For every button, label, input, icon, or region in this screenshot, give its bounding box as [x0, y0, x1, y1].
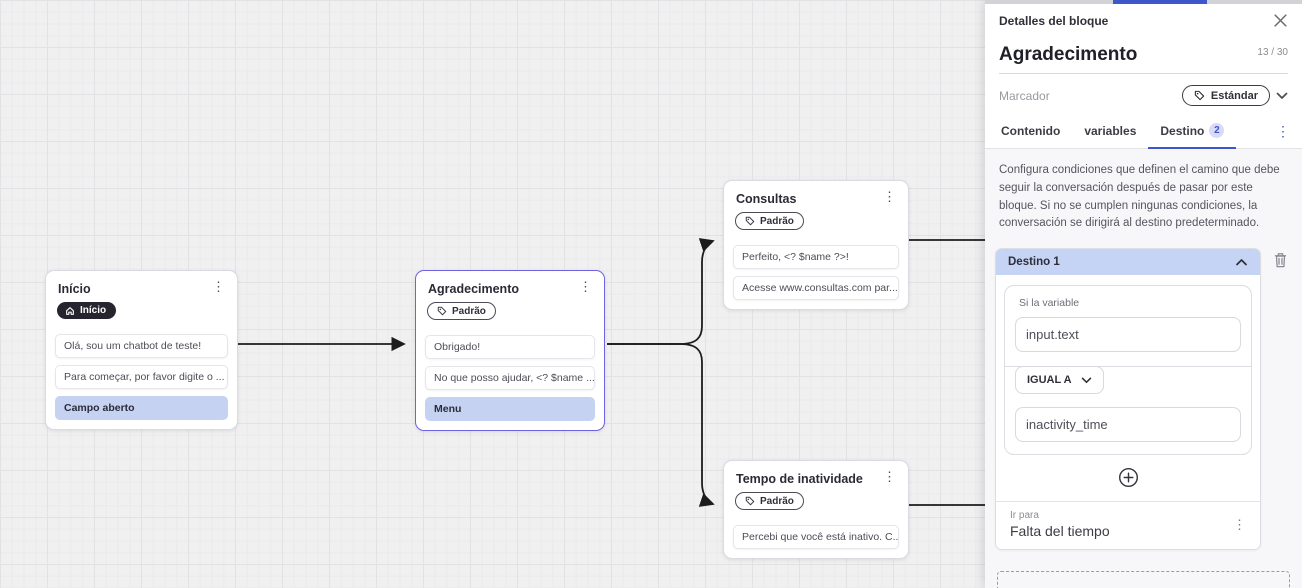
tag-badge-label: Padrão: [760, 495, 794, 507]
start-badge-label: Início: [80, 305, 107, 316]
node-title: Consultas: [736, 192, 797, 206]
add-condition-icon[interactable]: [1118, 467, 1139, 488]
block-name-field[interactable]: Agradecimento: [999, 44, 1138, 65]
char-counter: 13 / 30: [1257, 47, 1288, 58]
tab-contenido[interactable]: Contenido: [989, 116, 1072, 149]
tag-badge: Padrão: [735, 212, 804, 230]
goto-menu-icon[interactable]: ⋮: [1233, 517, 1246, 533]
goto-target-row[interactable]: Ir para Falta del tiempo ⋮: [996, 501, 1260, 550]
marker-select[interactable]: Estándar: [1181, 85, 1270, 106]
menu-row[interactable]: Menu: [425, 397, 595, 421]
add-destination-button[interactable]: Agregar destino: [997, 571, 1290, 588]
condition-card: Si la variable input.text IGUAL A inacti…: [1004, 285, 1252, 456]
tab-destino[interactable]: Destino 2: [1148, 115, 1237, 149]
tag-badge: Padrão: [427, 302, 496, 320]
tag-icon: [1194, 90, 1205, 101]
block-details-panel: Detalles del bloque Agradecimento 13 / 3…: [985, 0, 1302, 588]
node-title: Agradecimento: [428, 282, 519, 296]
destino-description: Configura condiciones que definen el cam…: [999, 164, 1280, 230]
compare-value-input[interactable]: inactivity_time: [1015, 407, 1241, 443]
goto-label: Ir para: [1010, 510, 1039, 522]
node-title: Tempo de inatividade: [736, 472, 863, 486]
destino-card-header[interactable]: Destino 1: [996, 249, 1260, 276]
tag-badge-label: Padrão: [452, 305, 486, 317]
tag-icon: [437, 306, 447, 316]
destino-card: Destino 1 Si la variable input.text IGUA…: [995, 248, 1261, 551]
tabs-overflow-menu-icon[interactable]: ⋮: [1276, 123, 1290, 139]
message-bubble[interactable]: Olá, sou um chatbot de teste!: [55, 334, 228, 358]
message-bubble[interactable]: Obrigado!: [425, 335, 595, 359]
tag-icon: [745, 496, 755, 506]
variable-input[interactable]: input.text: [1015, 317, 1241, 353]
variable-field-label: Si la variable: [1019, 297, 1080, 310]
message-bubble[interactable]: Percebi que você está inativo. C...: [733, 525, 899, 549]
marker-label: Marcador: [999, 88, 1050, 103]
panel-tabs: Contenido variables Destino 2 ⋮: [985, 115, 1302, 149]
destino-count-badge: 2: [1209, 123, 1225, 138]
operator-select[interactable]: IGUAL A: [1015, 366, 1104, 395]
node-tempo-inatividade[interactable]: Tempo de inatividade ⋮ Padrão Percebi qu…: [723, 460, 909, 559]
message-bubble[interactable]: No que posso ajudar, <? $name ...: [425, 366, 595, 390]
tag-icon: [745, 216, 755, 226]
message-bubble[interactable]: Perfeito, <? $name ?>!: [733, 245, 899, 269]
tag-badge: Padrão: [735, 492, 804, 510]
node-title: Início: [58, 282, 91, 296]
tab-variables[interactable]: variables: [1072, 116, 1148, 149]
panel-top-tabstrip: [985, 0, 1302, 4]
destino-tab-content: Configura condiciones que definen el cam…: [985, 149, 1302, 588]
node-menu-icon[interactable]: ⋮: [579, 279, 592, 294]
chevron-down-icon[interactable]: [1276, 92, 1288, 100]
chevron-down-icon: [1081, 377, 1091, 383]
start-badge: Início: [57, 302, 117, 319]
tab-label: variables: [1084, 123, 1137, 138]
tag-badge-label: Padrão: [760, 215, 794, 227]
home-icon: [66, 306, 74, 315]
node-inicio[interactable]: Início ⋮ Início Olá, sou um chatbot de t…: [45, 270, 238, 430]
message-bubble[interactable]: Acesse www.consultas.com par...: [733, 276, 899, 300]
chevron-up-icon[interactable]: [1235, 258, 1248, 266]
tab-label: Destino: [1160, 123, 1205, 138]
goto-value: Falta del tiempo: [1010, 523, 1110, 540]
marker-value: Estándar: [1210, 89, 1258, 102]
message-bubble[interactable]: Para começar, por favor digite o ...: [55, 365, 228, 389]
tab-label: Contenido: [1001, 123, 1061, 138]
node-agradecimento[interactable]: Agradecimento ⋮ Padrão Obrigado! No que …: [415, 270, 605, 431]
operator-value: IGUAL A: [1027, 374, 1072, 387]
destino-title: Destino 1: [1008, 256, 1060, 269]
open-field-row[interactable]: Campo aberto: [55, 396, 228, 420]
delete-destino-icon[interactable]: [1272, 251, 1289, 269]
active-tab-indicator: [1113, 0, 1207, 4]
close-icon[interactable]: [1273, 13, 1288, 28]
node-menu-icon[interactable]: ⋮: [883, 189, 896, 204]
node-consultas[interactable]: Consultas ⋮ Padrão Perfeito, <? $name ?>…: [723, 180, 909, 310]
node-menu-icon[interactable]: ⋮: [883, 469, 896, 484]
node-menu-icon[interactable]: ⋮: [212, 279, 225, 294]
panel-title: Detalles del bloque: [999, 13, 1109, 28]
